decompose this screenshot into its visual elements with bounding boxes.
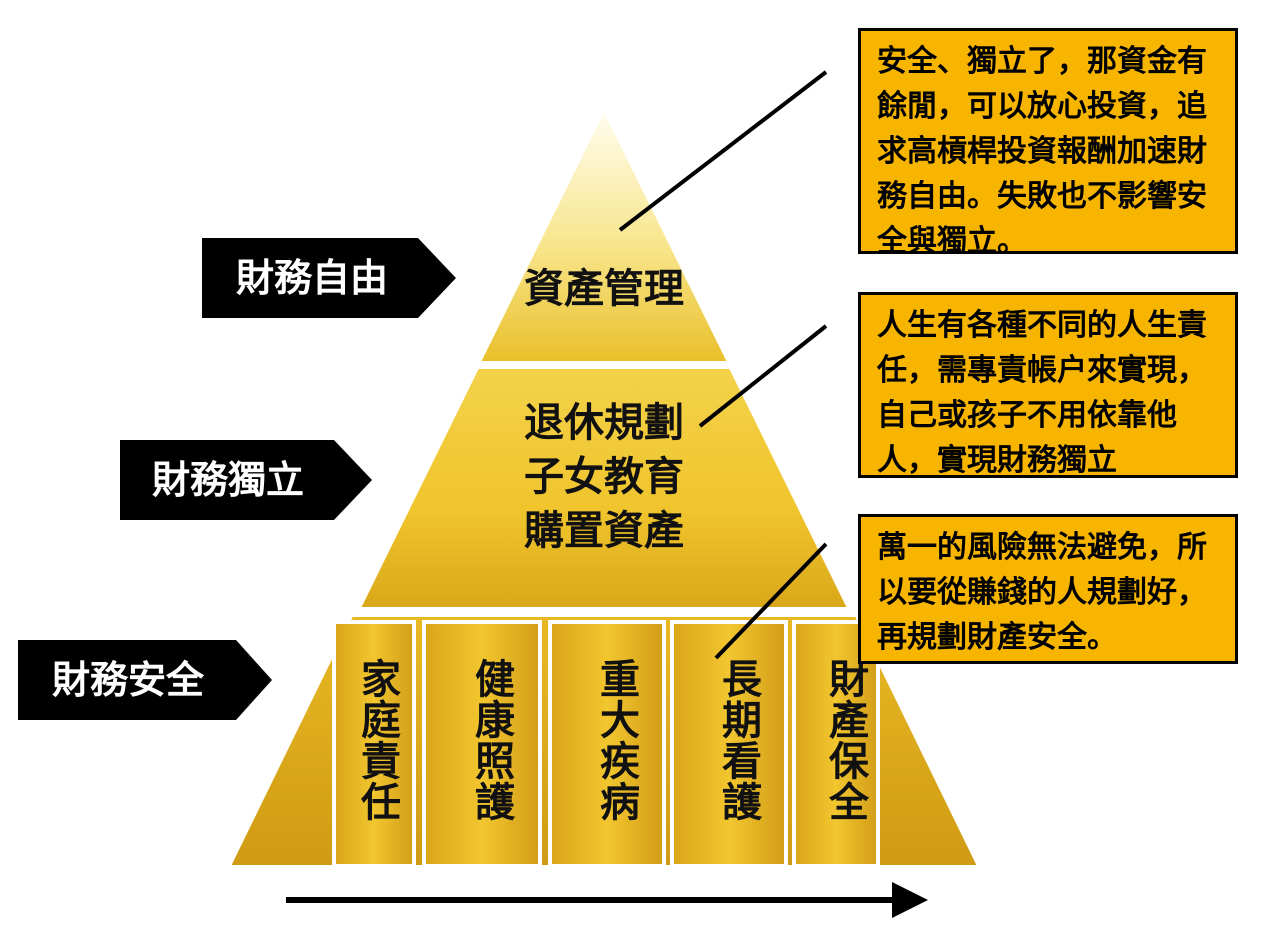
tier-middle-labels: 退休規劃 子女教育 購置資產 [494,396,714,558]
tier-top-label: 資產管理 [524,266,684,312]
pillar-shape-3 [548,620,666,868]
level-label-freedom: 財務自由 [236,256,389,300]
tier-top-shape [478,107,730,363]
label-arrow-independence [120,440,372,520]
tier-middle-label-1: 退休規劃 [524,400,684,446]
level-label-independence: 財務獨立 [152,458,305,502]
note-box-top: 安全、獨立了，那資金有餘閒，可以放心投資，追求高槓桿投資報酬加速財務自由。失敗也… [858,28,1238,259]
tier-middle-label-3: 購置資產 [524,508,684,554]
note-box-bottom: 萬一的風險無法避免，所以要從賺錢的人規劃好，再規劃財產安全。 [858,514,1238,664]
connector-line-middle [698,324,828,428]
connector-line-bottom [714,542,828,660]
pillar-shape-1 [332,620,416,868]
pillar-shape-2 [422,620,542,868]
pillar-label-health: 健康照護 [468,658,514,822]
pillar-label-property: 財產保全 [822,658,868,822]
label-arrow-security [18,640,272,720]
level-label-security: 財務安全 [52,658,205,702]
label-arrow-freedom [202,238,456,318]
connector-line-top [618,70,828,232]
pillar-label-long-term-care: 長期看護 [715,658,761,822]
tier-middle-shape [358,367,850,609]
pillar-shape-4 [670,620,788,868]
note-box-middle: 人生有各種不同的人生責任，需專責帳户來實現，自己或孩子不用依靠他人，實現財務獨立 [858,292,1238,478]
tier-middle-label-2: 子女教育 [524,454,684,500]
pillar-label-critical-illness: 重大疾病 [593,658,639,822]
pillar-label-family: 家庭責任 [354,658,400,822]
